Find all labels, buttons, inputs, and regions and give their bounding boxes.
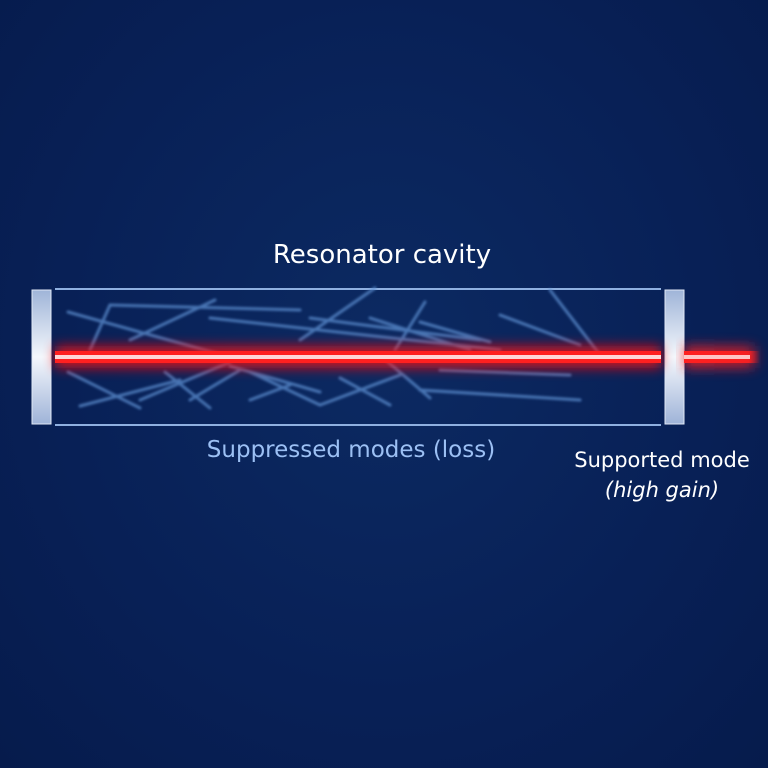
cavity-walls: [55, 288, 661, 426]
laser-beam: [55, 346, 661, 368]
resonator-cavity-label: Resonator cavity: [272, 240, 492, 270]
suppressed-modes-label: Suppressed modes (loss): [206, 437, 496, 463]
suppressed-mode-lines: [66, 286, 602, 410]
right-mirror: [664, 289, 685, 425]
high-gain-label: (high gain): [604, 478, 720, 502]
supported-mode-label: Supported mode: [574, 448, 750, 472]
output-beam: [684, 346, 760, 368]
left-mirror: [31, 289, 52, 425]
